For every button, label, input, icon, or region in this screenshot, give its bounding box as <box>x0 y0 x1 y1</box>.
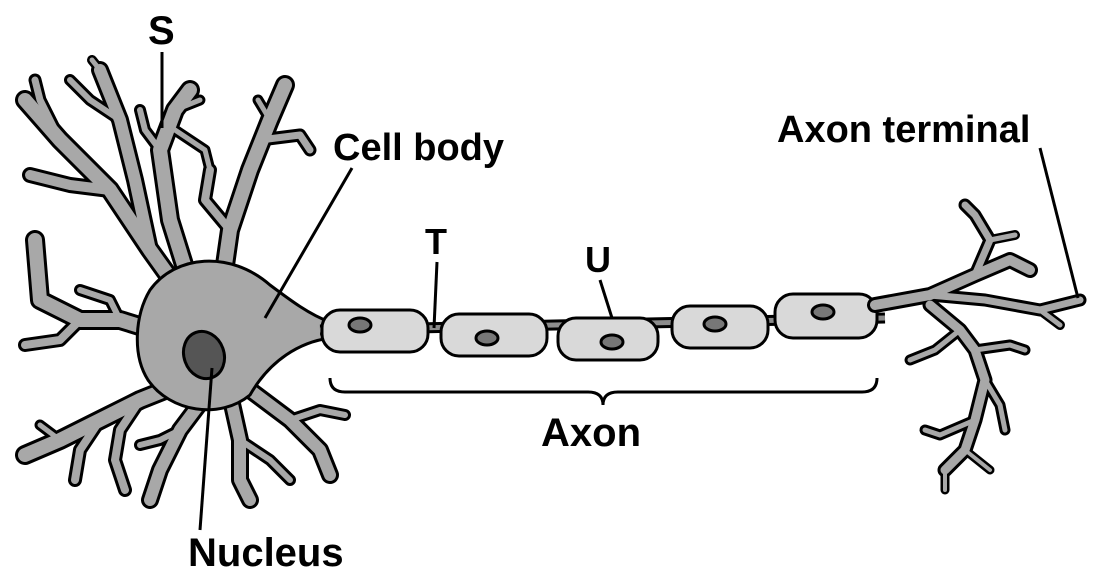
schwann-nucleus <box>349 318 371 332</box>
u-leader <box>600 280 612 318</box>
cell-body-leader <box>265 168 352 318</box>
schwann-nucleus <box>812 305 834 319</box>
myelin-sheath <box>322 294 877 360</box>
axon-terminal-leader <box>1040 148 1078 298</box>
schwann-nucleus <box>601 335 623 349</box>
label-u: U <box>585 239 611 280</box>
schwann-nucleus <box>476 331 498 345</box>
axon-brace <box>330 378 877 405</box>
schwann-nucleus <box>704 317 726 331</box>
label-nucleus: Nucleus <box>188 531 344 574</box>
cell-body <box>137 261 330 410</box>
myelin-segment <box>322 310 428 352</box>
axon-terminal-branches <box>875 205 1080 490</box>
label-cell-body: Cell body <box>333 127 504 169</box>
t-leader <box>434 262 437 328</box>
label-axon-terminal: Axon terminal <box>777 109 1030 151</box>
terminal-fill <box>875 205 1080 490</box>
label-axon: Axon <box>541 411 641 455</box>
label-t: T <box>425 221 447 262</box>
label-s: S <box>148 9 175 53</box>
